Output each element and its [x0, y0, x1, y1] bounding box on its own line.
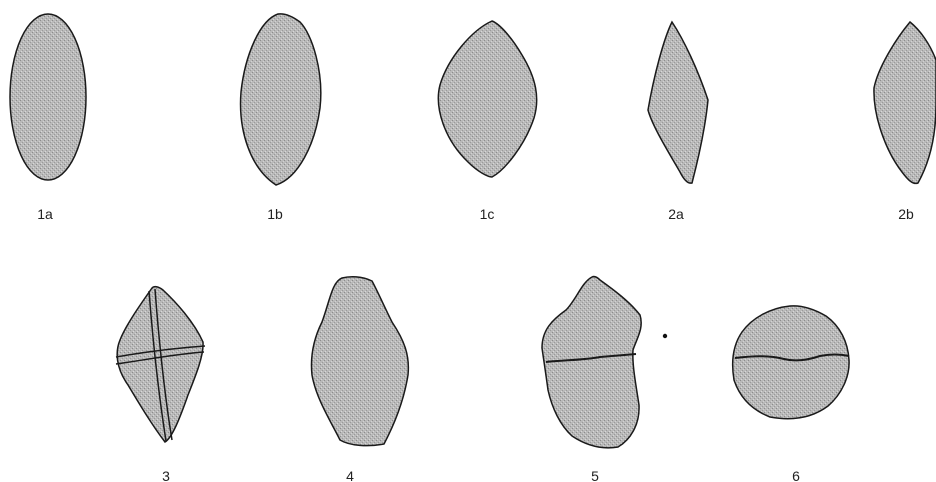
grain-2a-label: 2a	[668, 206, 684, 222]
grain-4: 4	[311, 277, 408, 482]
grain-6-label: 6	[792, 468, 800, 482]
grain-1a-shape	[10, 14, 86, 180]
grain-3-shape	[117, 287, 203, 442]
grain-2b-shape	[874, 22, 936, 183]
grain-4-label: 4	[346, 468, 354, 482]
grain-1c-shape	[438, 21, 536, 177]
grain-1b-shape	[241, 14, 321, 185]
grain-5-shape	[542, 277, 641, 448]
grain-2a: 2a	[648, 22, 708, 222]
grain-1b: 1b	[241, 14, 321, 222]
grain-1c-label: 1c	[480, 206, 495, 222]
grain-3-label: 3	[162, 468, 170, 482]
grain-1a-label: 1a	[37, 206, 53, 222]
grain-6: 6	[733, 306, 849, 482]
grain-1c: 1c	[438, 21, 536, 222]
grain-4-shape	[311, 277, 408, 446]
grain-2b-label: 2b	[898, 206, 914, 222]
grain-2b: 2b	[874, 22, 936, 222]
grain-1b-label: 1b	[267, 206, 283, 222]
grain-3: 3	[116, 287, 205, 482]
grain-5: 5	[542, 277, 641, 482]
grain-6-shape	[733, 306, 849, 419]
grain-2a-shape	[648, 22, 708, 183]
grain-1a: 1a	[10, 14, 86, 222]
grain-5-label: 5	[591, 468, 599, 482]
speck-dot	[663, 334, 667, 338]
